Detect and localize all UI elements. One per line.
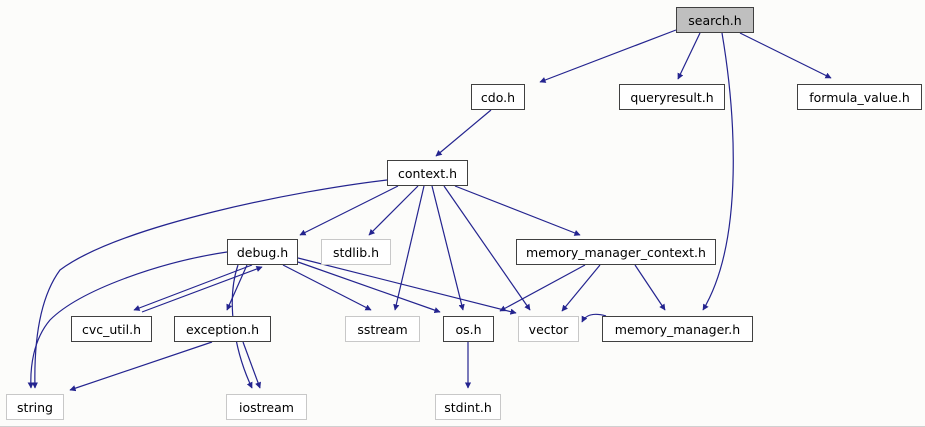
edge-context-to-sstream [393, 185, 425, 311]
node-os[interactable]: os.h [443, 316, 494, 342]
node-label-debug: debug.h [236, 244, 289, 260]
node-cvc_util[interactable]: cvc_util.h [71, 316, 152, 342]
node-label-cvc_util: cvc_util.h [81, 321, 142, 337]
node-vector[interactable]: vector [518, 316, 579, 342]
node-label-context: context.h [397, 165, 457, 181]
node-label-exception: exception.h [186, 321, 259, 337]
edge-context-to-string [31, 179, 388, 389]
node-sstream[interactable]: sstream [345, 316, 420, 342]
edge-cdo-to-context [435, 109, 492, 157]
edge-layer [27, 29, 832, 392]
node-label-queryresult: queryresult.h [630, 89, 714, 105]
edge-search-to-cdo [539, 29, 677, 83]
node-exception[interactable]: exception.h [174, 316, 271, 342]
node-debug[interactable]: debug.h [227, 239, 298, 265]
edge-debug-to-sstream [282, 264, 372, 311]
node-label-stdint: stdint.h [444, 399, 492, 415]
node-label-iostream: iostream [239, 399, 294, 415]
edge-exception-to-string [69, 341, 213, 392]
edge-cvc_util-to-debug [141, 266, 263, 313]
edge-debug-to-os [297, 261, 441, 314]
node-stdint[interactable]: stdint.h [435, 394, 501, 420]
edge-debug-to-string [27, 251, 228, 389]
node-label-memory_manager: memory_manager.h [614, 321, 741, 337]
node-label-search: search.h [688, 12, 742, 28]
edge-memory_manager_context-to-vector [561, 264, 601, 312]
node-label-sstream: sstream [357, 321, 408, 337]
node-search[interactable]: search.h [676, 7, 754, 33]
edge-context-to-stdlib [368, 185, 419, 236]
edge-search-to-memory_manager [702, 32, 734, 311]
node-string[interactable]: string [6, 394, 64, 420]
edge-search-to-formula_value [739, 32, 832, 79]
edge-exception-to-iostream [242, 341, 261, 389]
node-cdo[interactable]: cdo.h [471, 84, 525, 110]
node-iostream[interactable]: iostream [226, 394, 307, 420]
edge-context-to-memory_manager_context [454, 185, 581, 236]
node-label-os: os.h [455, 321, 482, 337]
edge-debug-to-exception [226, 264, 248, 311]
edge-debug-to-cvc_util [133, 264, 253, 311]
edge-debug-to-vector [297, 257, 517, 315]
node-label-vector: vector [528, 321, 569, 337]
node-label-string: string [17, 399, 53, 415]
edge-memory_manager-to-vector [581, 313, 607, 323]
edge-search-to-queryresult [677, 32, 701, 80]
node-memory_manager_context[interactable]: memory_manager_context.h [516, 239, 716, 265]
node-queryresult[interactable]: queryresult.h [619, 84, 725, 110]
edge-context-to-os [431, 185, 465, 311]
edge-context-to-vector [443, 185, 531, 311]
node-stdlib[interactable]: stdlib.h [321, 239, 391, 265]
node-formula_value[interactable]: formula_value.h [797, 84, 922, 110]
node-label-formula_value: formula_value.h [809, 89, 910, 105]
node-label-memory_manager_context: memory_manager_context.h [526, 244, 706, 260]
node-memory_manager[interactable]: memory_manager.h [602, 316, 753, 342]
node-label-cdo: cdo.h [480, 89, 516, 105]
edge-context-to-debug [299, 185, 399, 236]
edge-memory_manager_context-to-os [499, 264, 586, 312]
edge-memory_manager_context-to-memory_manager [634, 264, 666, 311]
node-context[interactable]: context.h [387, 160, 468, 186]
node-label-stdlib: stdlib.h [332, 244, 380, 260]
